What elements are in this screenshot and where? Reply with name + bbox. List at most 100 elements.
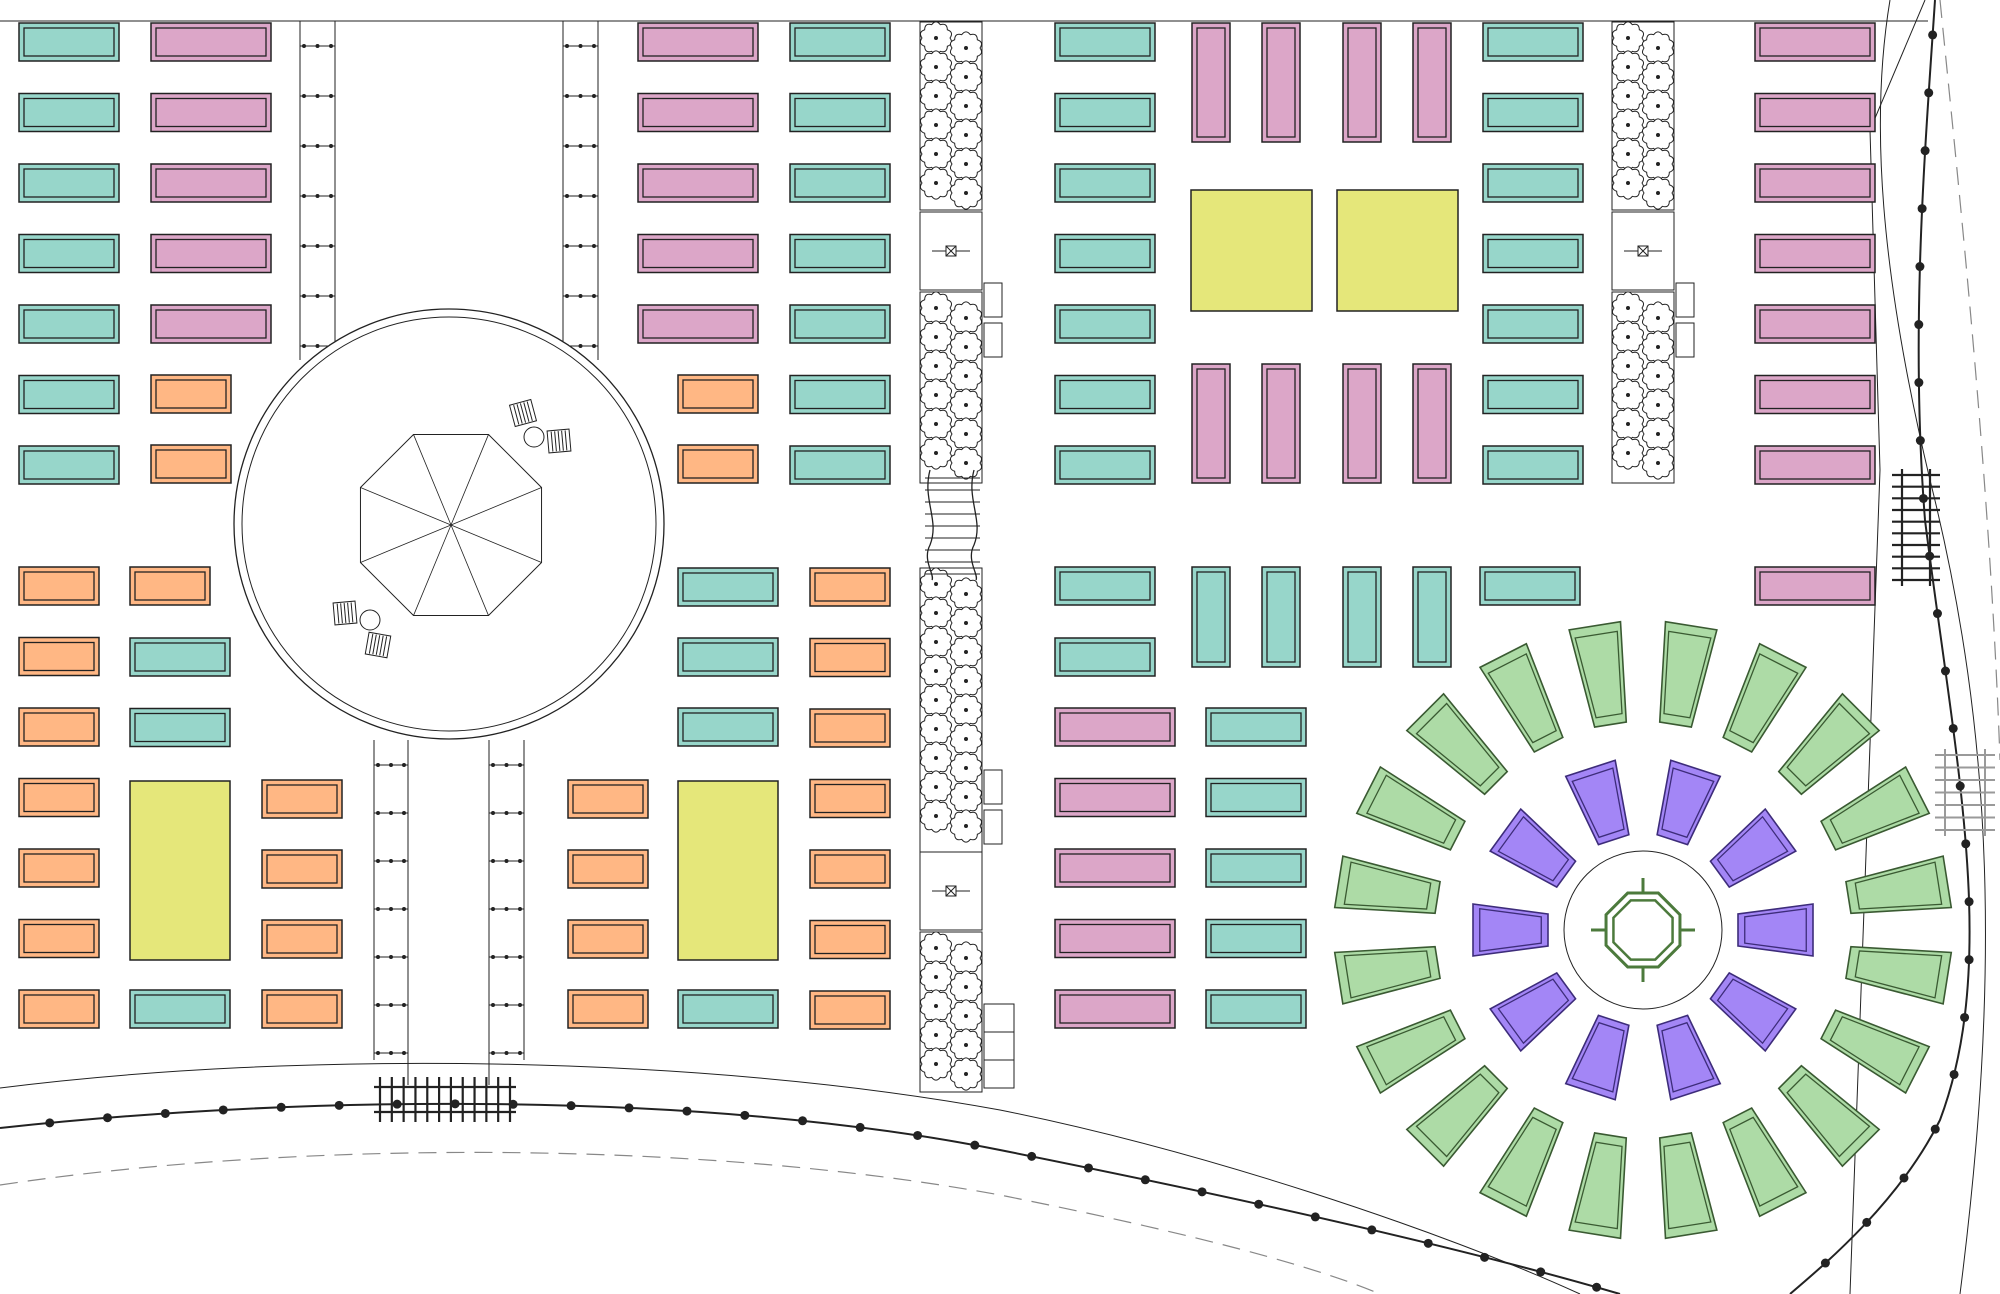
post	[402, 1051, 406, 1055]
plot-outer	[18, 848, 100, 888]
plot-inner	[23, 712, 95, 742]
green-wedge-plot-inner	[1343, 950, 1432, 999]
drain-x	[945, 245, 957, 257]
plot-outer	[789, 92, 891, 133]
plot-inner	[1487, 238, 1579, 269]
rail-stop	[1915, 436, 1925, 446]
green-wedge-plot-outer	[1568, 1132, 1628, 1240]
green-wedge-plot-outer	[1405, 692, 1509, 796]
bin-icon	[983, 1059, 1015, 1089]
rail-stop	[1964, 897, 1974, 907]
post	[518, 1003, 522, 1007]
rail-stop	[682, 1106, 692, 1116]
bin-icon	[983, 322, 1003, 358]
purple-wedge-plot-inner	[1661, 1021, 1715, 1093]
tree-icon	[1611, 79, 1645, 113]
rail-stop	[1899, 1173, 1909, 1183]
pink-plot	[1342, 363, 1382, 484]
plot-inner	[1417, 27, 1447, 138]
tree-icon	[1641, 31, 1675, 65]
post	[389, 1051, 393, 1055]
plot-outer	[1754, 374, 1876, 415]
teal-plot	[789, 163, 891, 203]
tree-icon	[919, 625, 953, 659]
bin-icon	[983, 282, 1003, 318]
green-wedge-plot-outer	[1355, 765, 1466, 851]
green-wedge-plot-outer	[1333, 855, 1441, 915]
post	[302, 94, 306, 98]
tree-icon	[919, 596, 953, 630]
plot-outer	[1754, 304, 1876, 344]
green-wedge-plot-outer	[1722, 1107, 1808, 1218]
plot-outer	[1342, 566, 1382, 668]
tree-icon	[1641, 301, 1675, 335]
plot-outer	[1482, 304, 1584, 344]
tree-trunk	[964, 1014, 968, 1018]
green-wedge-plot	[1333, 945, 1441, 1005]
post	[329, 244, 333, 248]
plot-inner	[155, 97, 267, 128]
tree-trunk	[964, 316, 968, 320]
plot-inner	[1347, 368, 1377, 479]
tree-trunk	[934, 1004, 938, 1008]
orange-plot	[18, 777, 100, 818]
plot-outer	[150, 444, 232, 484]
rail-stop	[334, 1100, 344, 1110]
plot-outer	[1261, 566, 1301, 668]
rail-stop	[1592, 1282, 1602, 1292]
purple-wedge-plot-inner	[1497, 815, 1570, 882]
purple-wedge-plot	[1709, 971, 1797, 1053]
tree-icon	[919, 1018, 953, 1052]
rail-stop	[740, 1110, 750, 1120]
tree-trunk	[964, 737, 968, 741]
plot-inner	[1059, 309, 1151, 339]
plot-inner	[642, 309, 754, 339]
tree-icon	[1611, 320, 1645, 354]
plot-inner	[1266, 368, 1296, 479]
tree-icon	[949, 89, 983, 123]
plot-outer	[18, 304, 120, 344]
plot-inner	[23, 641, 95, 672]
green-wedge-plot-inner	[1574, 630, 1623, 719]
drain-icon	[1637, 245, 1649, 257]
table-icon	[359, 609, 381, 631]
plot-outer	[567, 989, 649, 1029]
plot-inner	[814, 854, 886, 884]
plot-inner	[23, 309, 115, 339]
post	[302, 194, 306, 198]
teal-plot	[789, 304, 891, 344]
tree-icon	[949, 417, 983, 451]
purple-wedge-plot	[1564, 759, 1630, 846]
plot-outer	[1754, 566, 1876, 606]
orange-plot	[809, 919, 891, 960]
drain-x	[1637, 245, 1649, 257]
plot-outer	[1754, 22, 1876, 62]
post	[376, 859, 380, 863]
purple-wedge-plot-outer	[1489, 807, 1577, 889]
purple-wedge-plot-outer	[1709, 971, 1797, 1053]
plot-outer	[150, 163, 272, 203]
purple-wedge-plot-outer	[1709, 807, 1797, 889]
rail-stop	[1423, 1238, 1433, 1248]
tree-trunk	[964, 956, 968, 960]
plot-outer	[18, 445, 120, 485]
rail-stop	[624, 1103, 634, 1113]
green-wedge-plot-inner	[1829, 774, 1920, 844]
plot-inner	[134, 642, 226, 672]
plot-inner	[23, 994, 95, 1024]
post	[329, 194, 333, 198]
post	[329, 94, 333, 98]
tree-icon	[1641, 118, 1675, 152]
orange-plot	[809, 990, 891, 1030]
plot-outer	[1054, 777, 1176, 818]
teal-plot	[1054, 566, 1156, 606]
plot-inner	[572, 854, 644, 884]
rail-stop	[1862, 1217, 1872, 1227]
post	[376, 1051, 380, 1055]
green-wedge-plot-inner	[1786, 1073, 1871, 1158]
post	[578, 294, 583, 298]
tree-trunk	[964, 650, 968, 654]
plot-outer	[1054, 637, 1156, 677]
bin-icon	[983, 1003, 1015, 1033]
bench-icon	[332, 600, 358, 626]
